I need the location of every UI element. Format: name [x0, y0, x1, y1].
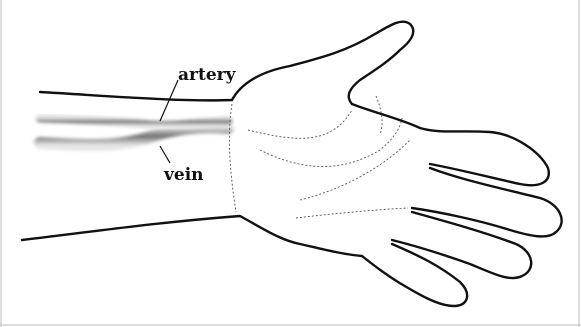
blood-vessels: [40, 118, 228, 145]
forearm-bottom-edge: [22, 216, 362, 256]
index-finger: [412, 168, 562, 236]
lower-palm-crease: [296, 208, 408, 218]
thenar-crease: [248, 110, 352, 138]
artery-label: artery: [178, 65, 237, 85]
heart-line-crease: [300, 140, 410, 200]
artery-vessel: [40, 118, 228, 125]
forearm-top-edge: [40, 22, 413, 104]
vein-callout-line: [160, 146, 170, 163]
middle-finger: [392, 212, 531, 278]
hand-outline: [22, 22, 562, 306]
vein-vessel: [40, 127, 228, 145]
ring-finger: [362, 244, 467, 306]
palm-curve-crease: [260, 118, 402, 167]
vein-label: vein: [163, 165, 204, 185]
wrist-crease-line: [229, 104, 236, 212]
